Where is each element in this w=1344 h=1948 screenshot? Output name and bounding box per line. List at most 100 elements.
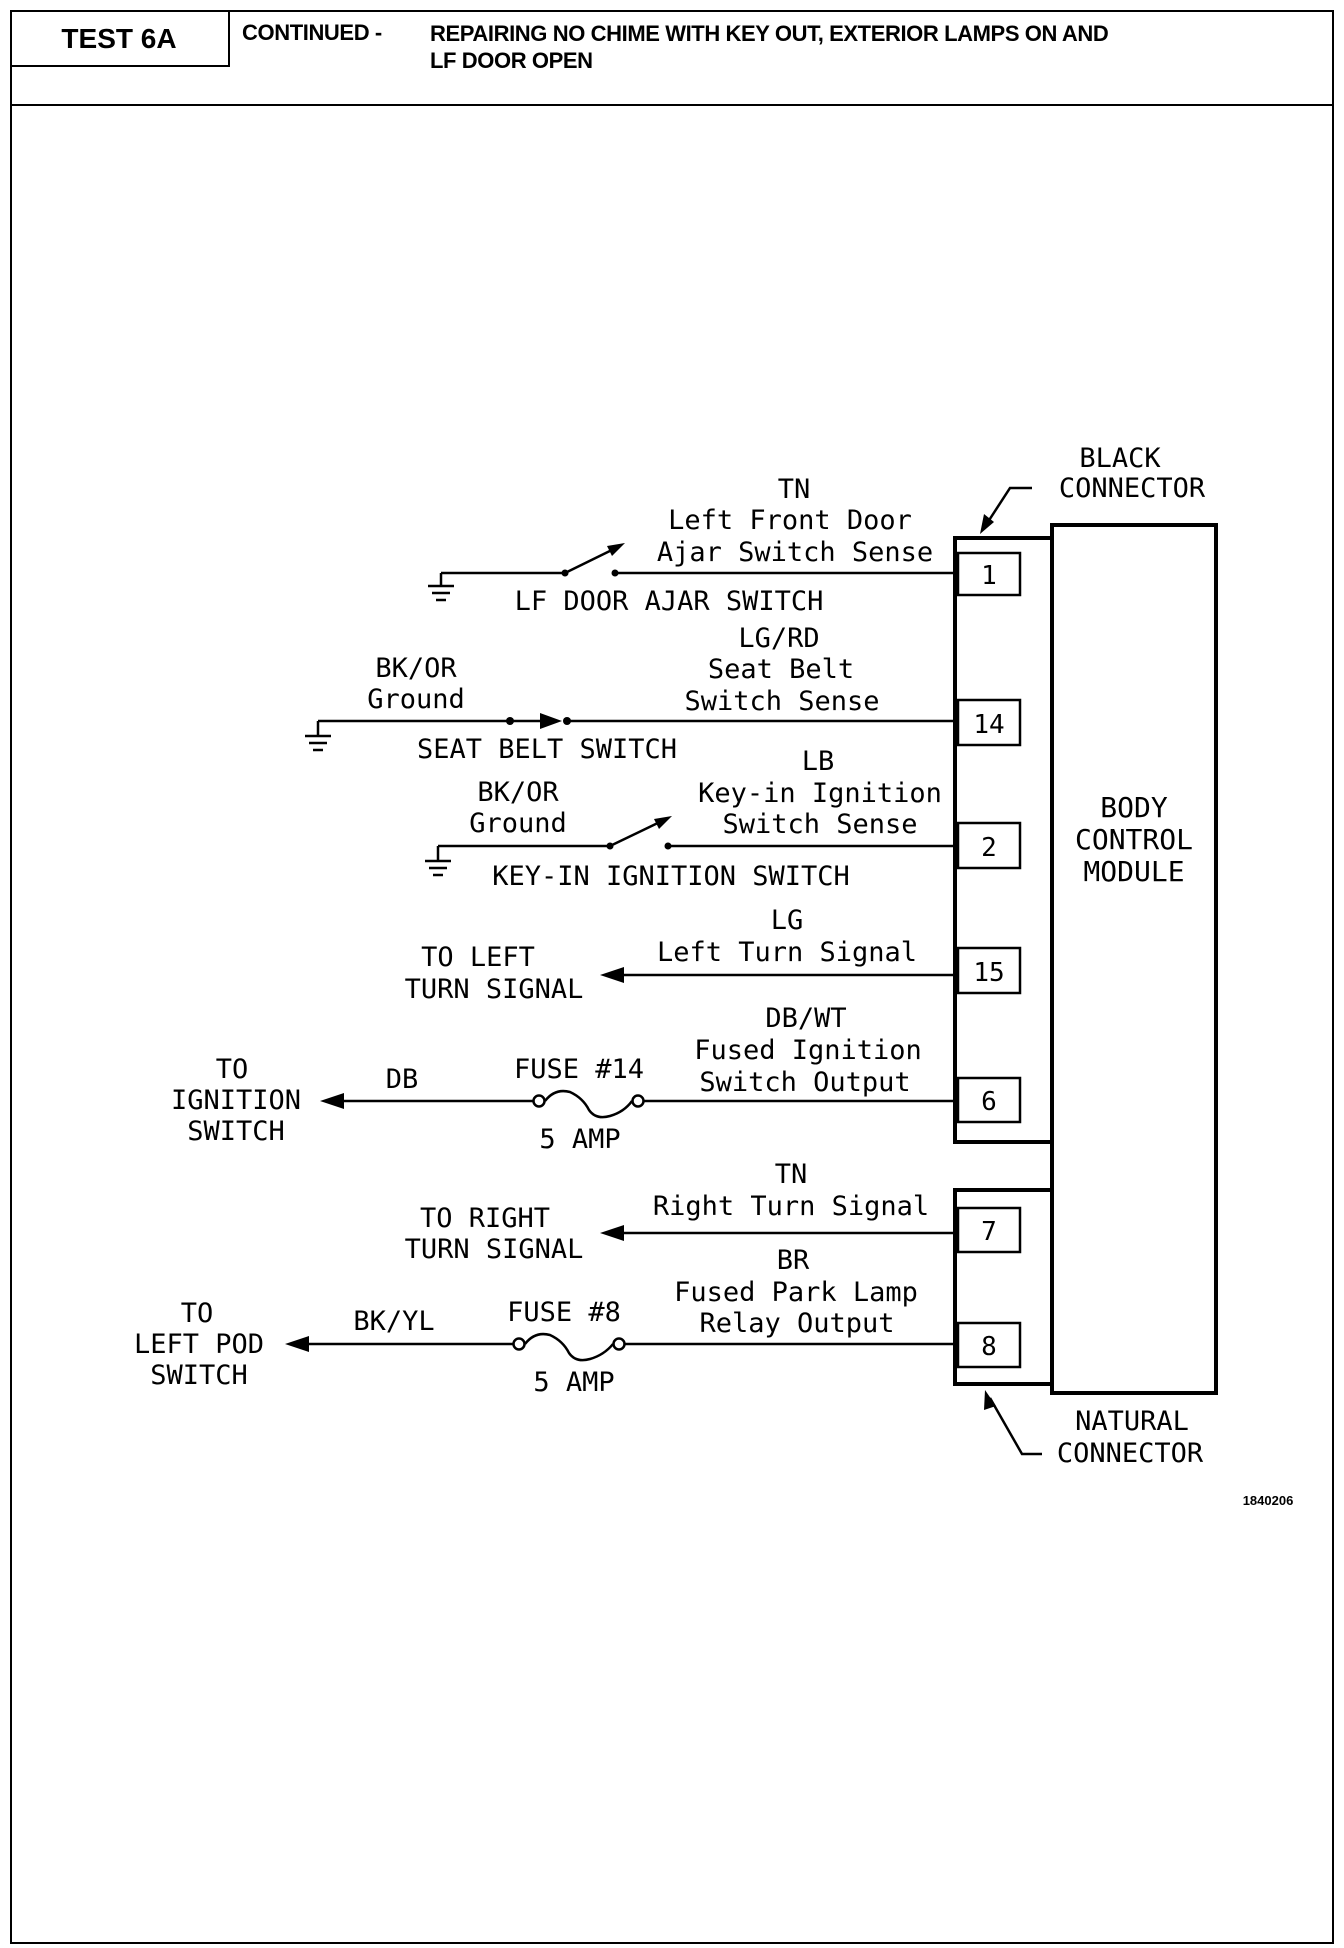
natural-connector-label-1: NATURAL <box>1075 1406 1189 1437</box>
pin-1-box <box>956 551 1022 597</box>
c8-fuse-terminal-a <box>512 1337 526 1351</box>
header-lead: CONTINUED - <box>242 20 382 45</box>
black-connector <box>953 536 1054 1144</box>
circuit-pin-1: TN Left Front Door Ajar Switch Sense LF … <box>428 474 958 617</box>
c8-wire-2-color: BK/YL <box>353 1306 434 1337</box>
pin-15-box <box>956 946 1022 995</box>
c14-switch-contact-b <box>563 717 571 725</box>
circuit-pin-2: LB Key-in Ignition Switch Sense BK/OR Gr… <box>425 746 958 892</box>
c8-arrow-icon <box>285 1336 309 1352</box>
c7-dest-1: TO RIGHT <box>420 1203 550 1234</box>
body-control-module <box>1050 523 1218 1395</box>
c14-component: SEAT BELT SWITCH <box>417 734 677 765</box>
pin-6-label: 6 <box>981 1087 997 1117</box>
c1-switch-arrow-icon <box>607 543 625 556</box>
c15-dest-1: TO LEFT <box>421 942 535 973</box>
c8-wire-color: BR <box>777 1245 810 1276</box>
c15-arrow-icon <box>600 967 624 983</box>
c6-arrow-icon <box>320 1093 344 1109</box>
c1-wire-color: TN <box>778 474 811 505</box>
c2-switch-arrow-icon <box>654 816 672 829</box>
c6-dest-3: SWITCH <box>187 1116 285 1147</box>
c1-component: LF DOOR AJAR SWITCH <box>515 586 824 617</box>
black-connector-arrow-icon <box>980 514 994 534</box>
c15-desc-1: Left Turn Signal <box>657 937 917 968</box>
circuit-pin-6: DB/WT Fused Ignition Switch Output FUSE … <box>171 1003 958 1155</box>
c2-ground-icon <box>425 846 451 877</box>
c2-component: KEY-IN IGNITION SWITCH <box>492 861 850 892</box>
pin-8-label: 8 <box>981 1332 997 1362</box>
circuit-pin-7: TN Right Turn Signal TO RIGHT TURN SIGNA… <box>405 1159 958 1265</box>
c14-ground-icon <box>305 721 331 752</box>
pin-2-label: 2 <box>981 833 997 863</box>
c6-fuse-terminal-b <box>631 1094 645 1108</box>
c1-switch-blade <box>564 545 619 575</box>
c7-arrow-icon <box>600 1225 624 1241</box>
c15-wire-color: LG <box>771 905 804 936</box>
c2-switch-contact <box>664 842 672 850</box>
pin-14-box <box>956 698 1022 747</box>
c2-desc-2: Switch Sense <box>722 809 917 840</box>
module-label-3: MODULE <box>1083 855 1184 888</box>
black-connector-label-2: CONNECTOR <box>1059 473 1206 504</box>
c14-switch-contact-a <box>506 717 514 725</box>
circuit-pin-15: LG Left Turn Signal TO LEFT TURN SIGNAL <box>405 905 958 1005</box>
c2-switch-blade <box>609 818 665 848</box>
c14-desc-1: Seat Belt <box>708 654 854 685</box>
c8-fuse-terminal-b <box>612 1337 626 1351</box>
black-connector-label-1: BLACK <box>1079 443 1161 474</box>
c2-desc-1: Key-in Ignition <box>698 778 942 809</box>
pin-7-label: 7 <box>981 1217 997 1247</box>
c2-wire-color: LB <box>802 746 835 777</box>
title-line-2: LF DOOR OPEN <box>430 48 593 73</box>
c2-ground-label: Ground <box>469 808 567 839</box>
c1-ground-icon <box>428 573 454 602</box>
pin-1-label: 1 <box>981 561 997 591</box>
natural-connector <box>953 1188 1054 1386</box>
black-connector-leader <box>982 486 1032 529</box>
pin-15-label: 15 <box>973 958 1004 988</box>
c6-fuse-icon <box>544 1089 634 1119</box>
c6-desc-1: Fused Ignition <box>694 1035 922 1066</box>
header: TEST 6A CONTINUED - REPAIRING NO CHIME W… <box>10 10 1334 106</box>
c15-dest-2: TURN SIGNAL <box>405 974 584 1005</box>
test-id: TEST 6A <box>10 10 230 67</box>
page-frame <box>10 10 1334 1944</box>
natural-connector-arrow-icon <box>984 1390 996 1410</box>
c6-desc-2: Switch Output <box>699 1067 910 1098</box>
module-label-2: CONTROL <box>1075 823 1193 856</box>
c7-wire-color: TN <box>775 1159 808 1190</box>
c6-fuse-label: FUSE #14 <box>514 1054 644 1085</box>
c6-dest-2: IGNITION <box>171 1085 301 1116</box>
c8-fuse-label: FUSE #8 <box>507 1297 621 1328</box>
c1-desc-1: Left Front Door <box>668 505 912 536</box>
title-line-1: REPAIRING NO CHIME WITH KEY OUT, EXTERIO… <box>430 21 1109 46</box>
c8-dest-1: TO <box>181 1298 214 1329</box>
circuit-pin-14: LG/RD Seat Belt Switch Sense BK/OR Groun… <box>305 623 958 765</box>
natural-connector-leader <box>988 1397 1042 1456</box>
c6-fuse-terminal-a <box>532 1094 546 1108</box>
circuit-pin-8: BR Fused Park Lamp Relay Output FUSE #8 … <box>134 1245 958 1398</box>
module-label-1: BODY <box>1100 791 1168 824</box>
pin-14-label: 14 <box>973 710 1004 740</box>
c7-desc-1: Right Turn Signal <box>653 1191 929 1222</box>
c6-fuse-amp: 5 AMP <box>539 1124 620 1155</box>
pin-7-box <box>956 1206 1022 1254</box>
c8-desc-1: Fused Park Lamp <box>674 1277 918 1308</box>
c2-ground-color: BK/OR <box>477 777 559 808</box>
pin-8-box <box>956 1321 1022 1369</box>
c6-wire-2-color: DB <box>386 1064 419 1095</box>
c1-desc-2: Ajar Switch Sense <box>657 537 933 568</box>
c8-desc-2: Relay Output <box>699 1308 894 1339</box>
c14-desc-2: Switch Sense <box>684 686 879 717</box>
c6-wire-color: DB/WT <box>765 1003 846 1034</box>
natural-connector-label-2: CONNECTOR <box>1057 1438 1204 1469</box>
c14-switch-arrow-icon <box>540 713 562 729</box>
c8-dest-2: LEFT POD <box>134 1329 264 1360</box>
c8-dest-3: SWITCH <box>150 1360 248 1391</box>
c1-switch-contact <box>611 569 619 577</box>
figure-number: 1840206 <box>1243 1493 1294 1508</box>
c8-fuse-icon <box>524 1332 614 1362</box>
page-title: REPAIRING NO CHIME WITH KEY OUT, EXTERIO… <box>430 20 1310 74</box>
